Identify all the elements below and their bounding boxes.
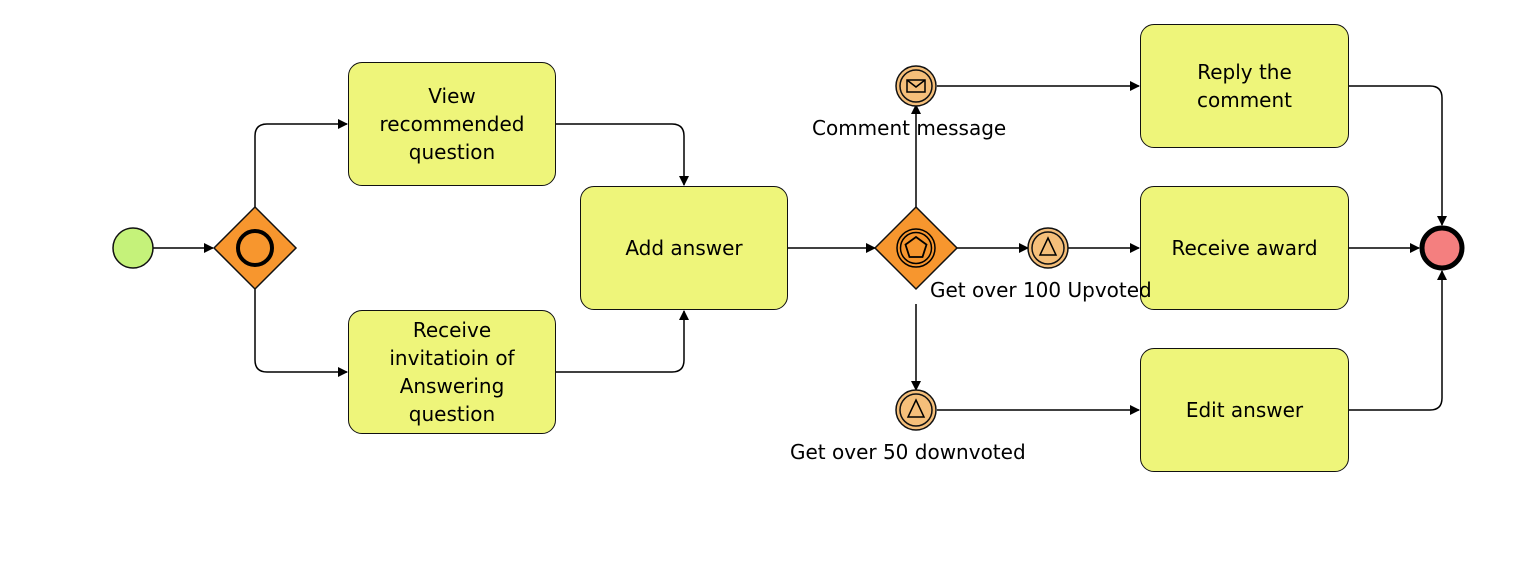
flow-view-to-add-answer — [556, 123, 689, 186]
flow-invitation-to-add-answer — [556, 310, 689, 373]
triangle-icon — [906, 398, 926, 418]
comment-message-label: Comment message — [812, 116, 1007, 140]
task-receive-award[interactable]: Receive award — [1140, 186, 1349, 310]
comment-message-event — [895, 65, 937, 107]
downvoted-label: Get over 50 downvoted — [790, 440, 1026, 464]
downvoted-event — [895, 389, 937, 431]
task-view-recommended-question[interactable]: View recommended question — [348, 62, 556, 186]
task-edit-answer[interactable]: Edit answer — [1140, 348, 1349, 472]
triangle-icon — [1038, 236, 1058, 256]
task-add-answer[interactable]: Add answer — [580, 186, 788, 310]
pentagon-icon — [904, 235, 928, 258]
event-based-gateway — [873, 205, 959, 291]
split-gateway — [212, 205, 298, 291]
flow-reply-to-end — [1349, 85, 1447, 226]
upvoted-event — [1027, 227, 1069, 269]
task-reply-the-comment[interactable]: Reply the comment — [1140, 24, 1349, 148]
task-receive-invitation[interactable]: Receive invitatioin of Answering questio… — [348, 310, 556, 434]
flow-gateway-to-invitation — [254, 289, 348, 377]
flow-gateway-to-view — [254, 119, 348, 207]
start-event — [112, 227, 154, 269]
end-event — [1419, 225, 1465, 271]
upvoted-label: Get over 100 Upvoted — [930, 278, 1152, 302]
envelope-icon — [906, 79, 926, 93]
inclusive-gateway-circle-icon — [236, 229, 274, 267]
flow-edit-to-end — [1349, 270, 1447, 411]
